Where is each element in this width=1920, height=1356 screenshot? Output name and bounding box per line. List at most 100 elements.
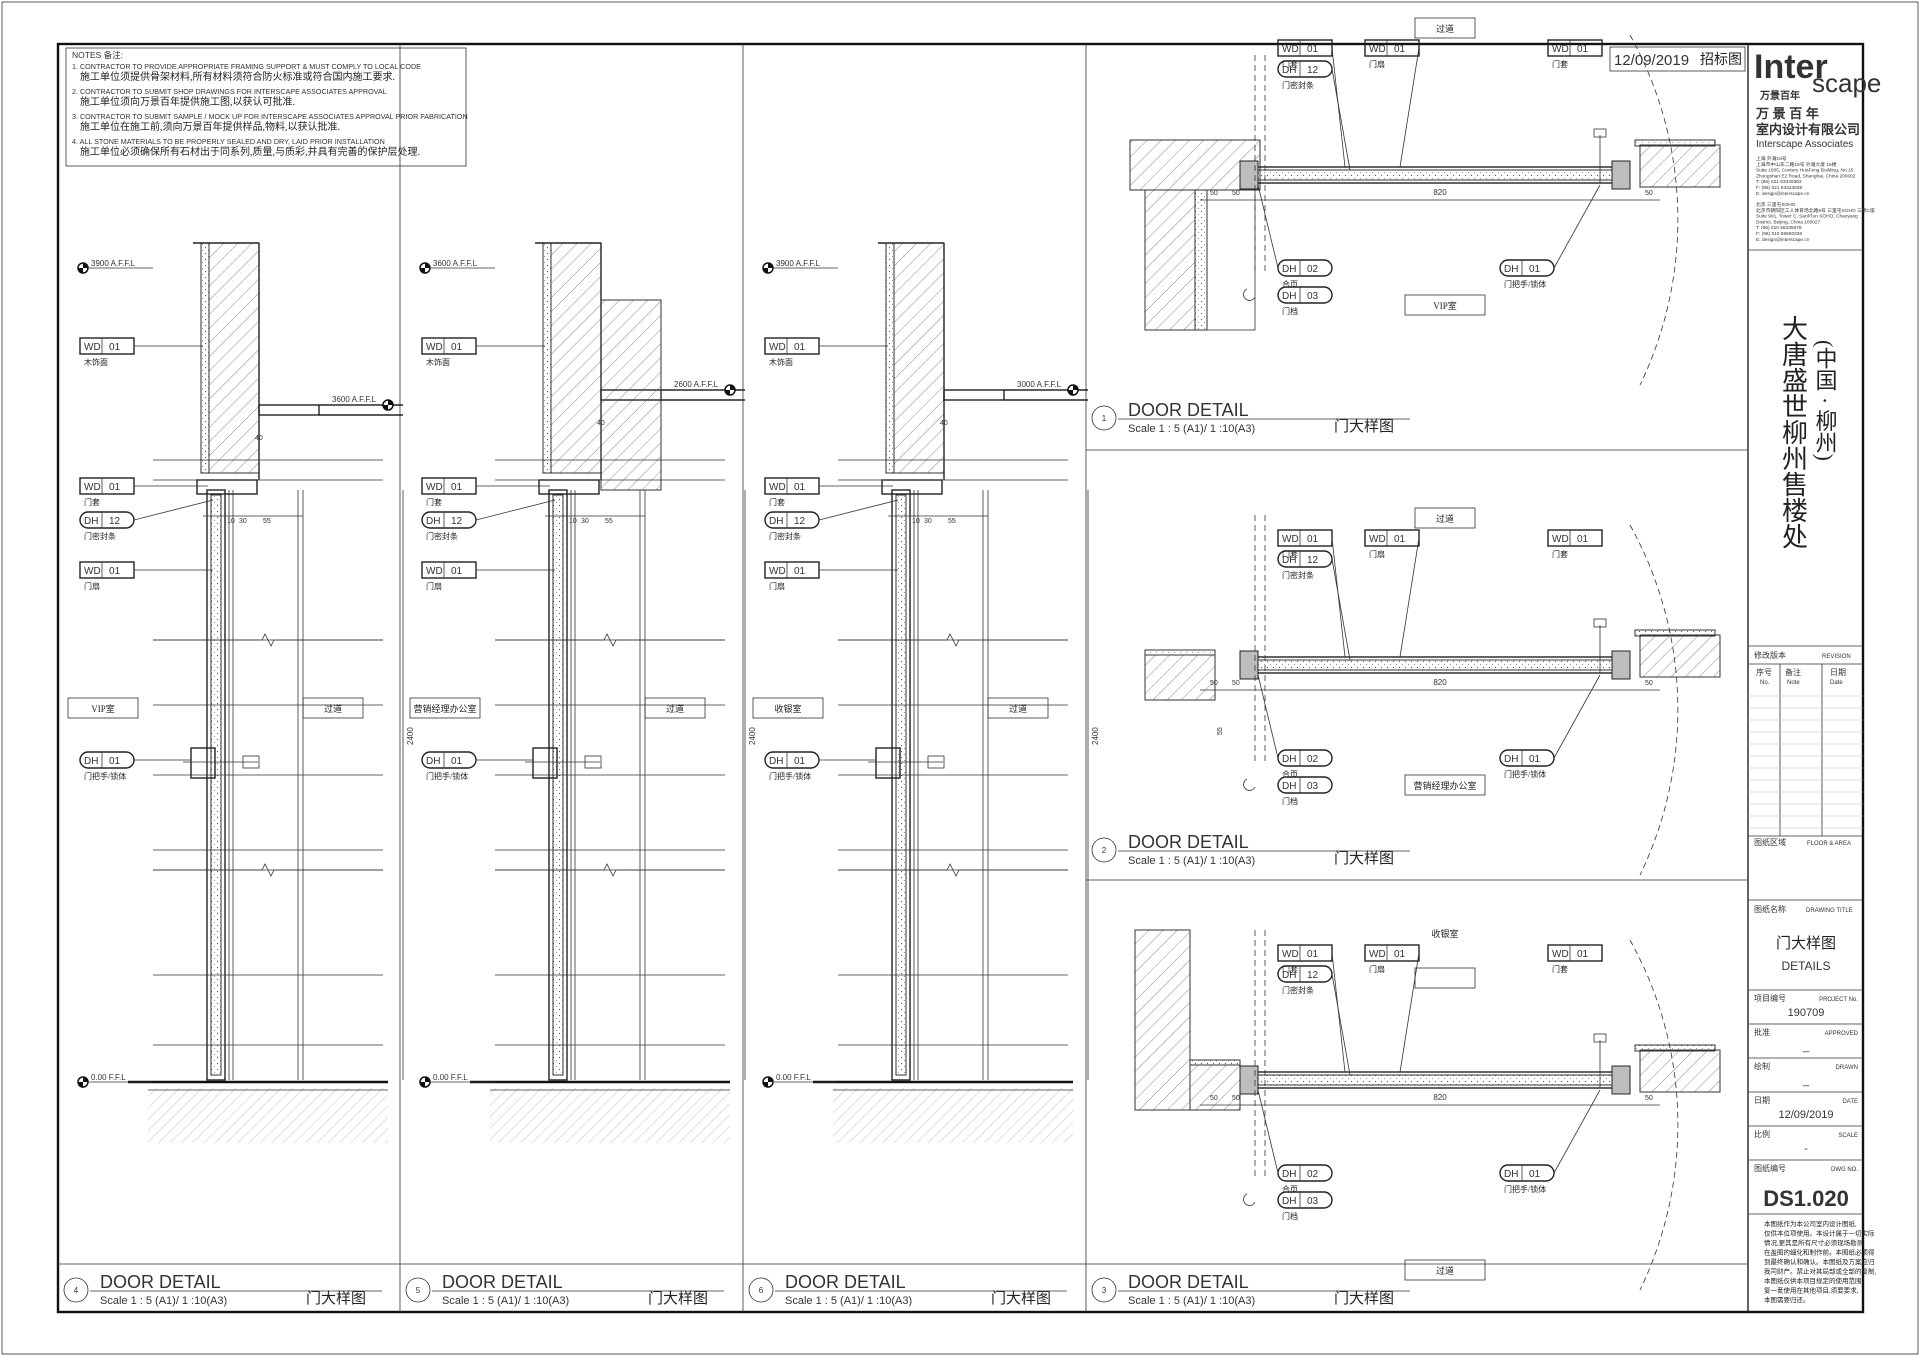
- dim-50: 50: [1645, 680, 1653, 687]
- tag-label: 木饰面: [426, 357, 450, 367]
- floor-hatch: [148, 1088, 388, 1143]
- tag-code: DH: [1504, 754, 1518, 765]
- tag-num: 01: [1577, 44, 1589, 55]
- tag-num: 01: [1394, 949, 1406, 960]
- room-right: 过道: [1009, 703, 1027, 714]
- width-dimension: 820: [1433, 1093, 1447, 1102]
- dim-50: 50: [1232, 190, 1240, 197]
- tag-num: 01: [1529, 1169, 1541, 1180]
- tb-value: -: [1804, 1143, 1808, 1155]
- level-marker: 3600 A.F.F.L: [328, 395, 394, 411]
- room-box: [644, 697, 706, 719]
- handle-body: [875, 747, 901, 779]
- area-en: FLOOR & AREA: [1807, 841, 1851, 847]
- door-stop-icon: [1243, 1193, 1256, 1206]
- wall-finish: [542, 242, 552, 474]
- detail-title-cn: 门大样图: [991, 1290, 1051, 1307]
- disclaimer-line: 情况,更其是所有尺寸必须现场勘测,: [1764, 1238, 1865, 1247]
- project-location: (中国 · 柳州): [1813, 340, 1838, 461]
- dim-55: 55: [948, 518, 956, 525]
- tb-value: _: [1802, 1041, 1810, 1053]
- tag-num: 01: [1577, 949, 1589, 960]
- tag-label: 门密封条: [426, 531, 458, 541]
- tag-label: 门扇: [426, 581, 442, 591]
- dim-10: 10: [227, 518, 235, 525]
- dim-40: 40: [255, 435, 263, 442]
- wall-left: [1144, 654, 1216, 701]
- detail-title-text: DOOR DETAIL: [1128, 832, 1249, 852]
- break-line: [153, 633, 383, 647]
- floor-hatch: [490, 1088, 730, 1143]
- tag-code: DH: [426, 516, 440, 527]
- tag-code: DH: [1282, 754, 1296, 765]
- notes-line: 1. CONTRACTOR TO PROVIDE APPROPRIATE FRA…: [72, 62, 421, 71]
- level-label: 0.00 F.F.L: [433, 1073, 468, 1082]
- handle-body: [532, 747, 558, 779]
- level-marker: 2600 A.F.F.L: [670, 380, 736, 396]
- tag-label: 门套: [426, 497, 442, 507]
- height-dimension: 2400: [406, 727, 415, 745]
- height-dimension: 2400: [1091, 727, 1100, 745]
- detail-scale: Scale 1 : 5 (A1)/ 1 :10(A3): [100, 1295, 227, 1307]
- room-left: 收银室: [774, 703, 801, 714]
- dim-50: 50: [1210, 1095, 1218, 1102]
- room-box: [1414, 507, 1476, 529]
- office-line: E: design@interscape.cn: [1756, 237, 1810, 243]
- tag-label: 木饰面: [84, 357, 108, 367]
- tag-code: WD: [84, 566, 101, 577]
- wall-left: [1134, 929, 1191, 1111]
- tag-code: DH: [1504, 264, 1518, 275]
- notes-line: 施工单位须提供骨架材料,所有材料须符合防火标准或符合国内施工要求.: [80, 70, 395, 83]
- room-top: 过道: [1436, 513, 1454, 524]
- logo-scape: scape: [1812, 68, 1881, 98]
- revision-cn: 修改版本: [1754, 650, 1786, 660]
- dtitle-en: DRAWING TITLE: [1806, 908, 1853, 914]
- level-label: 0.00 F.F.L: [776, 1073, 811, 1082]
- tag-box: [1547, 944, 1603, 962]
- tb-label-en: DATE: [1842, 1099, 1858, 1105]
- tag-label: 门套: [1552, 59, 1568, 69]
- tag-code: WD: [769, 342, 786, 353]
- tag-label: 门密封条: [1282, 80, 1314, 90]
- frame-left: [1239, 650, 1259, 680]
- beam: [600, 299, 662, 491]
- tag-num: 01: [451, 342, 463, 353]
- office-line: T: (86) 021 63349383: [1756, 179, 1802, 185]
- disclaimer-line: 本图纸仅供本项目规定的使用范围,: [1764, 1276, 1864, 1285]
- tag-code: WD: [769, 482, 786, 493]
- tag-label: 门档: [1282, 796, 1298, 806]
- door-leaf-core: [552, 494, 564, 1076]
- dim-10: 10: [912, 518, 920, 525]
- room-box: [1414, 17, 1476, 39]
- tag-code: DH: [769, 516, 783, 527]
- detail-number: 1: [1102, 414, 1107, 423]
- tag-num: 02: [1307, 1169, 1319, 1180]
- tag-box: [1547, 529, 1603, 547]
- tag-code: WD: [426, 482, 443, 493]
- tb-label-cn: 日期: [1754, 1096, 1770, 1105]
- tag-code: WD: [1369, 534, 1386, 545]
- stamp-label: 招标图: [1700, 52, 1742, 68]
- detail-number-circle: [405, 1277, 431, 1303]
- tag-code: WD: [1282, 44, 1299, 55]
- level-fill: [763, 263, 773, 273]
- tag-num: 01: [1394, 44, 1406, 55]
- tb-label-en: SCALE: [1838, 1133, 1858, 1139]
- disclaimer-line: 本图纸作为本公司室内设计图纸,: [1764, 1219, 1857, 1228]
